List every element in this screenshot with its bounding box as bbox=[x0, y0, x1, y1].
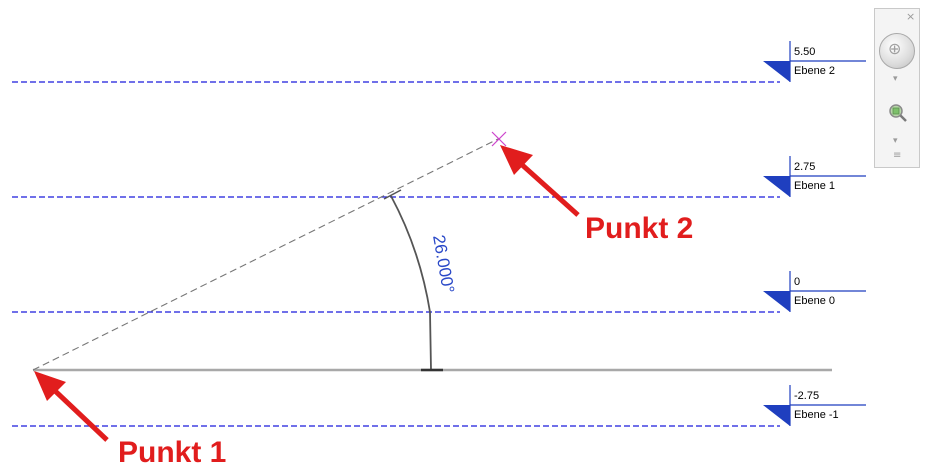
level-elevation[interactable]: 0 bbox=[794, 276, 800, 288]
level-name[interactable]: Ebene 1 bbox=[794, 180, 835, 192]
level-head-ebene-1[interactable]: 2.75 Ebene 1 bbox=[763, 156, 866, 197]
zoom-icon[interactable] bbox=[888, 103, 908, 123]
angle-witness-tick-top bbox=[383, 189, 402, 200]
navigation-bar: × ⊕ ▾ ▾ ≡ bbox=[874, 8, 920, 168]
zoom-glyph-icon bbox=[889, 104, 907, 122]
more-options-icon[interactable]: ≡ bbox=[893, 150, 902, 161]
level-elevation[interactable]: 5.50 bbox=[794, 46, 815, 58]
point-2-marker-icon[interactable] bbox=[491, 131, 507, 147]
angle-dimension-value[interactable]: 26.000° bbox=[429, 233, 458, 294]
level-name[interactable]: Ebene -1 bbox=[794, 409, 839, 421]
chevron-down-icon[interactable]: ▾ bbox=[893, 136, 898, 146]
steering-wheel-icon[interactable]: ⊕ bbox=[879, 33, 915, 69]
chevron-down-icon[interactable]: ▾ bbox=[893, 74, 898, 84]
wheel-center-icon: ⊕ bbox=[888, 39, 902, 58]
level-name[interactable]: Ebene 2 bbox=[794, 65, 835, 77]
level-marker-icon bbox=[763, 176, 790, 197]
level-marker-icon bbox=[763, 291, 790, 312]
level-elevation[interactable]: -2.75 bbox=[794, 390, 819, 402]
callout-arrow-point-1 bbox=[34, 371, 109, 442]
callout-label-point-2: Punkt 2 bbox=[585, 212, 693, 245]
level-marker-icon bbox=[763, 61, 790, 82]
angle-dimension-arc[interactable] bbox=[390, 195, 432, 371]
level-name[interactable]: Ebene 0 bbox=[794, 295, 835, 307]
close-icon[interactable]: × bbox=[906, 10, 916, 23]
level-head-ebene-minus-1[interactable]: -2.75 Ebene -1 bbox=[763, 385, 866, 426]
sketch-line[interactable] bbox=[32, 138, 499, 371]
callout-label-point-1: Punkt 1 bbox=[118, 436, 226, 468]
level-elevation[interactable]: 2.75 bbox=[794, 161, 815, 173]
callout-arrow-point-2 bbox=[500, 145, 580, 217]
level-marker-icon bbox=[763, 405, 790, 426]
level-head-ebene-2[interactable]: 5.50 Ebene 2 bbox=[763, 41, 866, 82]
level-head-ebene-0[interactable]: 0 Ebene 0 bbox=[763, 271, 866, 312]
